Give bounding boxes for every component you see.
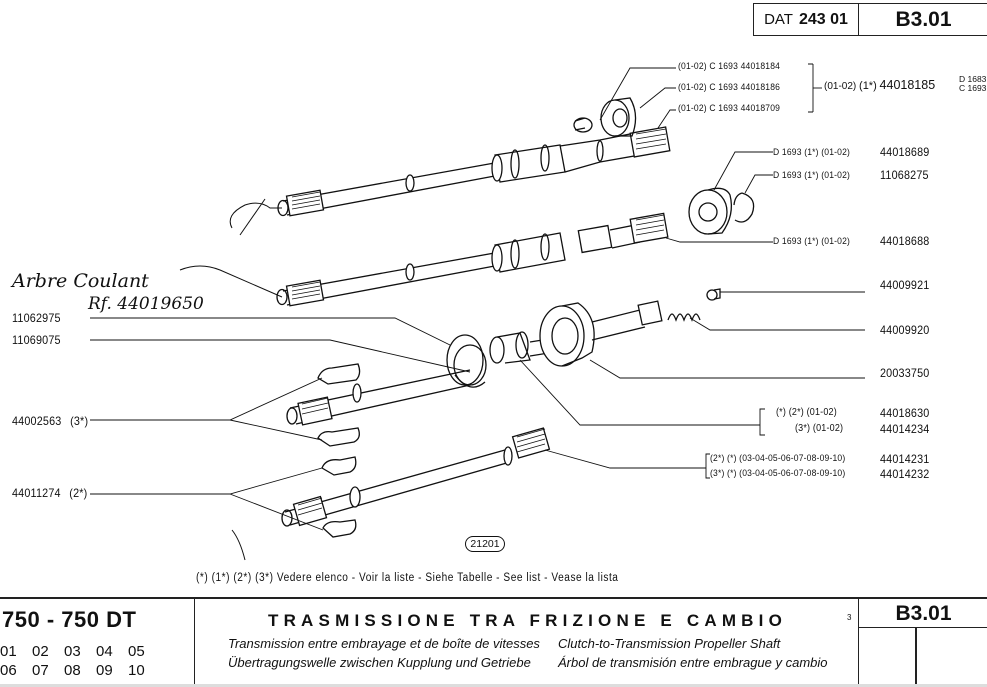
group-codes: D 1683 C 1693 [959, 75, 986, 93]
model-block: 750 - 750 DT 01 02 03 04 05 06 07 08 09 … [0, 599, 195, 685]
bracket-b-ref-1: (2*) (*) (03-04-05-06-07-08-09-10) [710, 453, 846, 464]
bracket-a-ref-2: (3*) (01-02) [795, 423, 844, 434]
part-44018689: 44018689 [880, 145, 930, 159]
shaft-collar-parts [573, 97, 637, 137]
callout-d1693-ref-2: D 1693 (1*) (01-02) [773, 170, 851, 181]
part-44009921: 44009921 [880, 278, 930, 292]
part-number: 44002563 [12, 414, 62, 428]
part-44011274: 44011274 (2*) [12, 486, 87, 500]
title-french: Transmission entre embrayage et de boîte… [228, 636, 540, 651]
part-11069075: 11069075 [12, 333, 61, 347]
group-note: (1*) [859, 80, 877, 92]
handwritten-note-line1: Arbre Coulant [12, 270, 149, 292]
footnote-see-list: (*) (1*) (2*) (3*) Vedere elenco - Voir … [196, 572, 619, 584]
part-44014232: 44014232 [880, 467, 930, 481]
title-area: TRASMISSIONE TRA FRIZIONE E CAMBIO Trans… [195, 599, 857, 685]
group-code-top: D 1683 [959, 74, 987, 84]
title-english: Clutch-to-Transmission Propeller Shaft [558, 636, 781, 651]
callout-44018186: (01-02) C 1693 44018186 [678, 82, 781, 93]
version: 03 [64, 643, 81, 660]
part-number: 44011274 [12, 486, 61, 500]
propeller-shaft-3-with-bearing [286, 288, 721, 426]
document-header: DAT 243 01 B3.01 [753, 3, 987, 36]
version: 05 [128, 643, 145, 660]
version: 07 [32, 662, 49, 679]
half-shells [317, 363, 361, 538]
part-44018688: 44018688 [880, 234, 930, 248]
group-applic: (01-02) [824, 81, 857, 92]
handwritten-note-line2: Rf. 44019650 [88, 294, 204, 314]
scan-edge [0, 684, 987, 687]
bracket-a-ref-1: (*) (2*) (01-02) [776, 407, 837, 418]
callout-d1693-ref-1: D 1693 (1*) (01-02) [773, 147, 851, 158]
part-note: (2*) [69, 486, 88, 500]
part-44014234: 44014234 [880, 422, 930, 436]
part-44018630: 44018630 [880, 406, 930, 420]
versions-row-1: 01 02 03 04 05 [0, 643, 160, 660]
part-44014231: 44014231 [880, 452, 930, 466]
leader-lines-left [90, 198, 471, 561]
version: 04 [96, 643, 113, 660]
title-spanish: Árbol de transmisión entre embrague y ca… [558, 655, 828, 670]
model-name: 750 - 750 DT [2, 607, 137, 632]
title-italian: TRASMISSIONE TRA FRIZIONE E CAMBIO [268, 611, 788, 630]
part-11068275: 11068275 [880, 168, 929, 182]
page-code-block: B3.01 [858, 599, 987, 685]
versions-row-2: 06 07 08 09 10 [0, 662, 160, 679]
part-44002563: 44002563 (3*) [12, 414, 88, 428]
group-code-bottom: C 1693 [959, 83, 987, 93]
version: 08 [64, 662, 81, 679]
dat-label: DAT [764, 11, 793, 28]
callout-group-reference: (01-02) (1*) 44018185 [824, 78, 935, 92]
version: 02 [32, 643, 49, 660]
part-20033750: 20033750 [880, 366, 930, 380]
footer-page-code: B3.01 [859, 599, 987, 628]
part-11062975: 11062975 [12, 311, 61, 325]
propeller-shaft-4 [281, 427, 551, 527]
title-german: Übertragungswelle zwischen Kupplung und … [228, 655, 531, 670]
propeller-shaft-2 [276, 212, 773, 307]
version: 01 [0, 643, 17, 660]
part-note: (3*) [70, 414, 89, 428]
part-44009920: 44009920 [880, 323, 930, 337]
dat-number: 243 01 [798, 10, 848, 28]
leader-lines-right [519, 291, 865, 479]
exploded-drawing [90, 63, 865, 561]
figure-number: 21201 [465, 536, 505, 552]
propeller-shaft-1 [277, 126, 671, 217]
title-block: 750 - 750 DT 01 02 03 04 05 06 07 08 09 … [0, 597, 987, 685]
version: 06 [0, 662, 17, 679]
callout-44018709: (01-02) C 1693 44018709 [678, 103, 781, 114]
hub-and-circlip [688, 151, 773, 235]
version: 09 [96, 662, 113, 679]
group-part: 44018185 [879, 78, 936, 92]
block-divider [915, 628, 917, 685]
bracket-b-ref-2: (3*) (*) (03-04-05-06-07-08-09-10) [710, 468, 846, 479]
page-code: B3.01 [895, 7, 952, 31]
version: 10 [128, 662, 145, 679]
callout-d1693-ref-3: D 1693 (1*) (01-02) [773, 236, 851, 247]
callout-44018184: (01-02) C 1693 44018184 [678, 61, 781, 72]
page-number-small: 3 [847, 613, 852, 622]
leader-lines-top [599, 63, 822, 129]
dat-reference: DAT 243 01 [754, 4, 859, 35]
